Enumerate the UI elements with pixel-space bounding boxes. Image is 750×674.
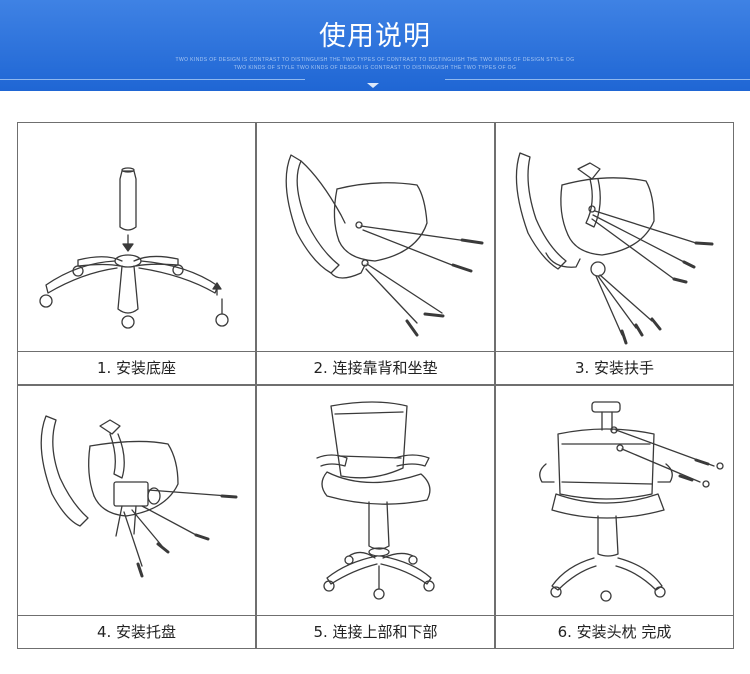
step-5-caption: 5. 连接上部和下部	[257, 615, 494, 648]
page-title: 使用说明	[0, 14, 750, 53]
chair-base-assembly-icon	[18, 123, 257, 352]
upper-lower-connect-icon	[257, 386, 496, 615]
step-6-caption: 6. 安装头枕 完成	[496, 615, 733, 648]
step-3-caption: 3. 安装扶手	[496, 351, 733, 384]
step-3-panel: 3. 安装扶手	[495, 122, 734, 385]
instruction-grid: 1. 安装底座 2. 连接靠背和坐垫	[17, 122, 734, 649]
step-6-panel: 6. 安装头枕 完成	[495, 385, 734, 649]
step-2-caption: 2. 连接靠背和坐垫	[257, 351, 494, 384]
step-4-panel: 4. 安装托盘	[17, 385, 256, 649]
headrest-complete-icon	[496, 386, 735, 615]
banner-notch	[367, 83, 379, 88]
armrest-install-icon	[496, 123, 735, 352]
step-2-panel: 2. 连接靠背和坐垫	[256, 122, 495, 385]
banner-subtitle-line1: TWO KINDS OF DESIGN IS CONTRAST TO DISTI…	[0, 57, 750, 63]
banner-divider-right	[445, 79, 750, 80]
step-5-panel: 5. 连接上部和下部	[256, 385, 495, 649]
step-1-caption: 1. 安装底座	[18, 351, 255, 384]
step-4-caption: 4. 安装托盘	[18, 615, 255, 648]
step-1-panel: 1. 安装底座	[17, 122, 256, 385]
header-banner: 使用说明 TWO KINDS OF DESIGN IS CONTRAST TO …	[0, 0, 750, 91]
backrest-seat-connect-icon	[257, 123, 496, 352]
tray-mechanism-install-icon	[18, 386, 257, 615]
banner-subtitle-line2: TWO KINDS OF STYLE TWO KINDS OF DESIGN I…	[0, 65, 750, 71]
banner-divider-left	[0, 79, 305, 80]
